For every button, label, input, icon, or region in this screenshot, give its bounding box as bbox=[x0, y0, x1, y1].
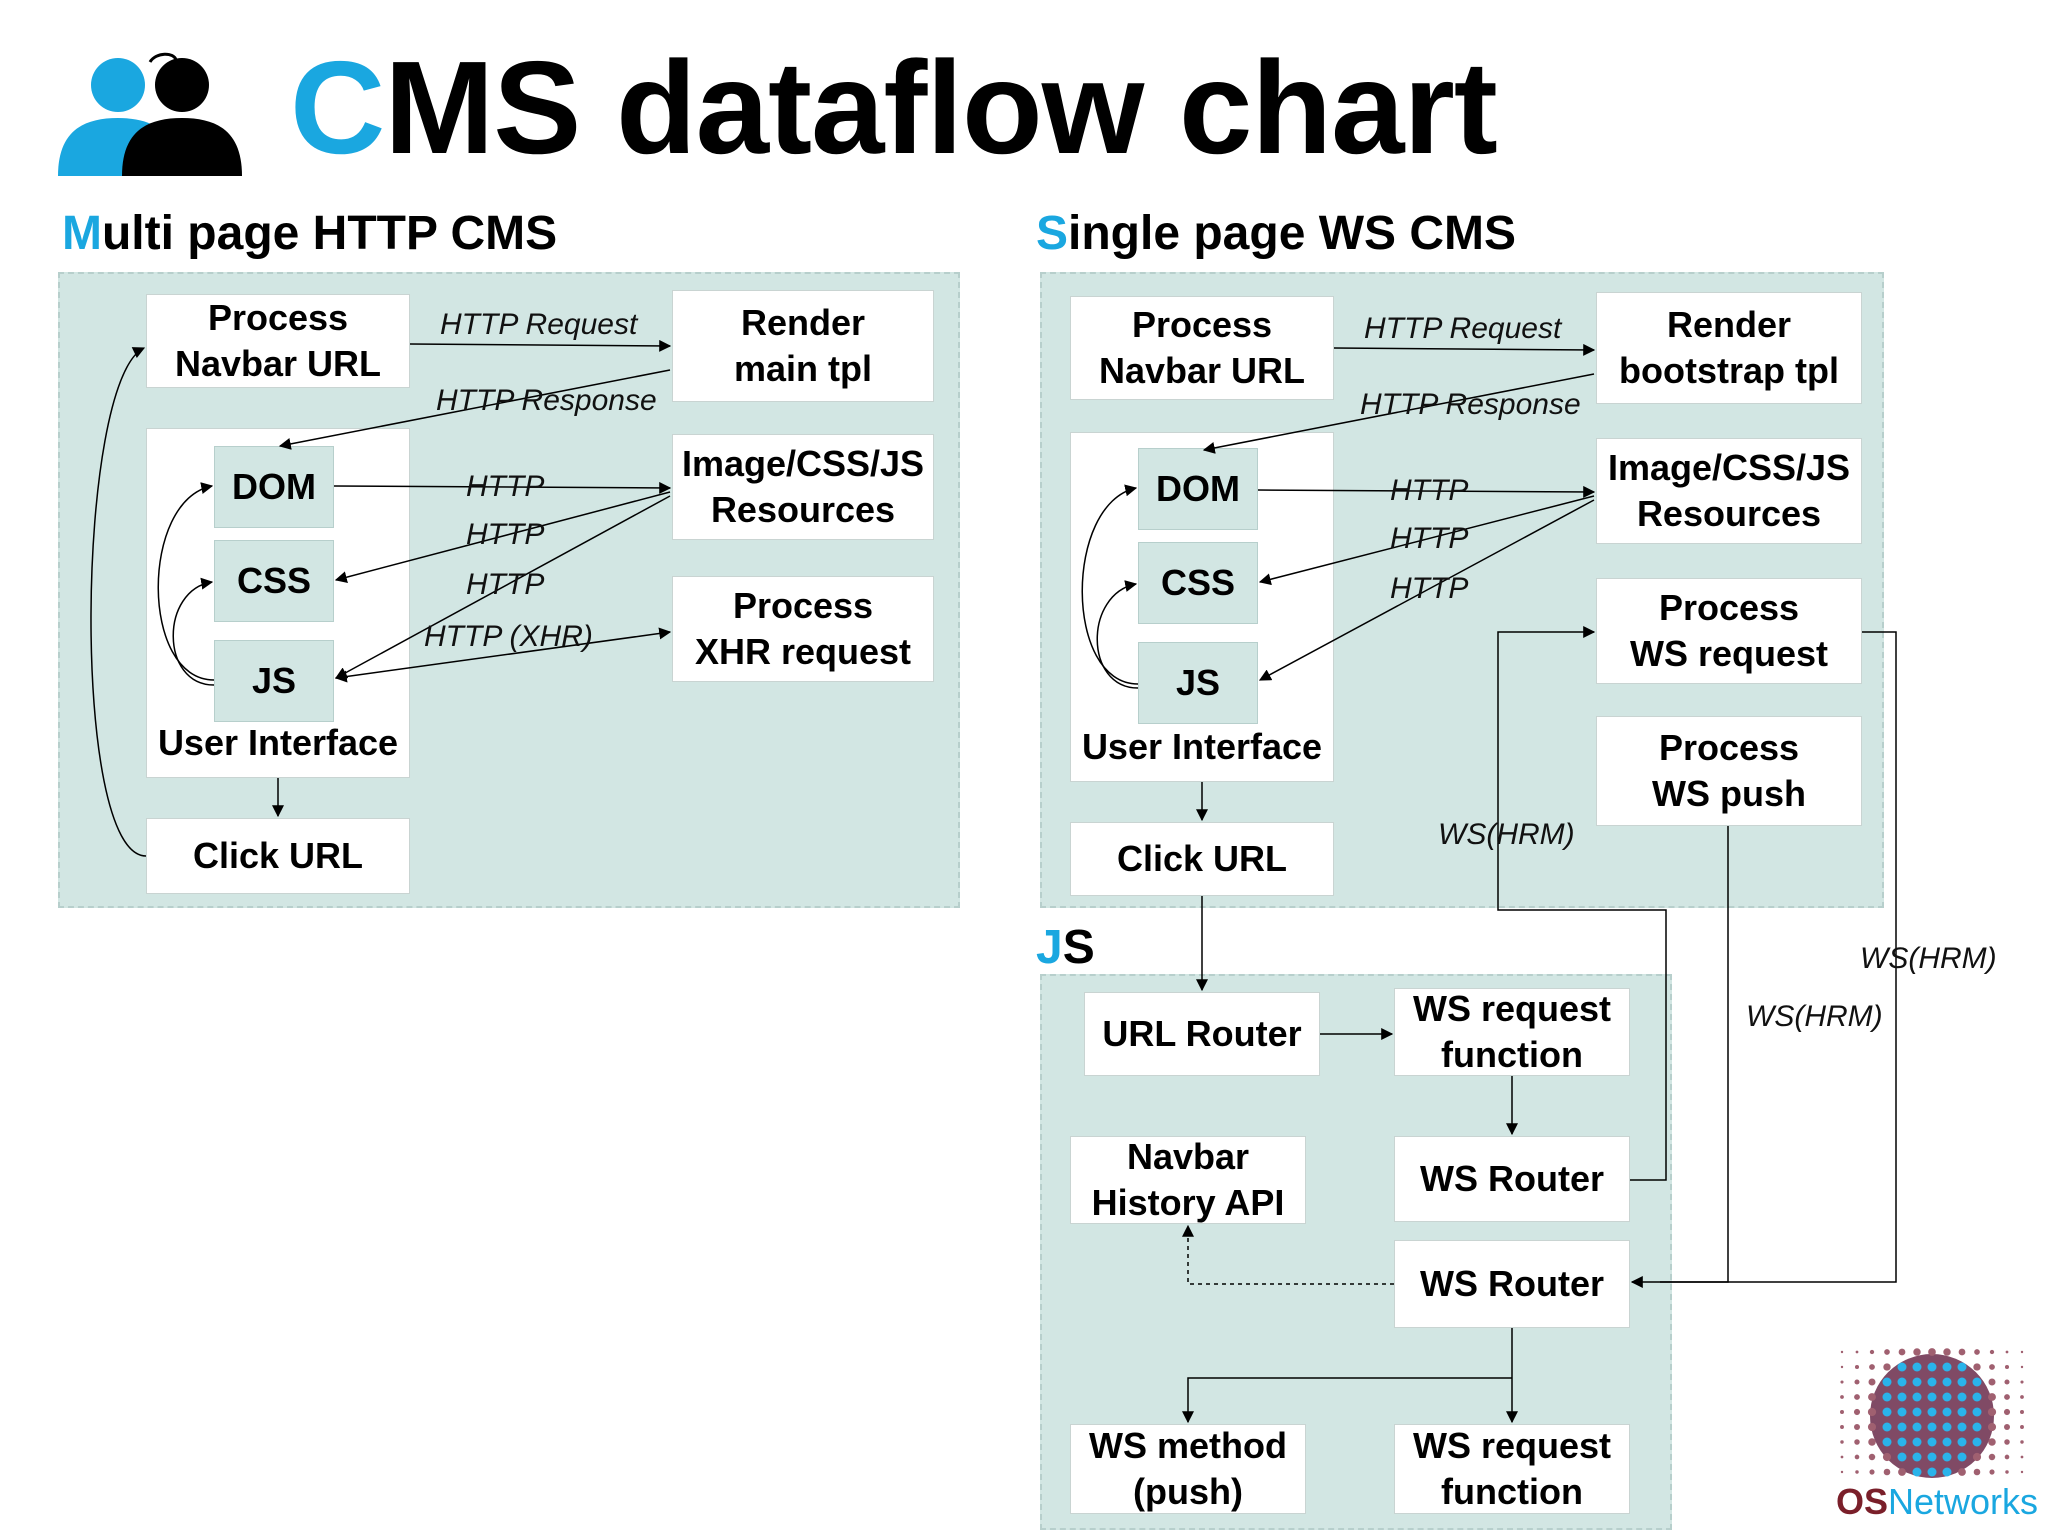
js-heading: JS bbox=[1036, 921, 1095, 974]
http-request-edge bbox=[409, 339, 672, 352]
http-xhr-edge bbox=[334, 627, 672, 683]
http-dom-edge bbox=[1257, 485, 1596, 498]
navbar-history-api-box: Navbar History API bbox=[1070, 1136, 1306, 1224]
http-response-edge bbox=[278, 369, 671, 450]
process-ws-request-box: Process WS request bbox=[1596, 578, 1862, 684]
url-router-box: URL Router bbox=[1084, 992, 1320, 1076]
resources-box: Image/CSS/JS Resources bbox=[1596, 438, 1862, 544]
process-xhr-request-box: Process XHR request bbox=[672, 576, 934, 682]
http-request-label: HTTP Request bbox=[440, 308, 639, 341]
ws-hrm-label: WS(HRM) bbox=[1438, 818, 1575, 851]
dom-box: DOM bbox=[214, 446, 334, 528]
http-response-edge bbox=[1202, 373, 1595, 454]
ws-hrm-label: WS(HRM) bbox=[1860, 942, 1997, 975]
js-to-css-edge bbox=[1096, 580, 1139, 689]
http-xhr-label: HTTP (XHR) bbox=[424, 620, 593, 653]
users-icon bbox=[58, 52, 242, 176]
js-box: JS bbox=[214, 640, 334, 722]
click-to-navbar-edge bbox=[90, 347, 147, 857]
ws-router-to-history-edge bbox=[1182, 1224, 1394, 1285]
ws-push-to-ws-router-edge bbox=[1660, 826, 1729, 1283]
resources-box: Image/CSS/JS Resources bbox=[672, 434, 934, 540]
http-label: HTTP bbox=[466, 470, 544, 503]
dom-box: DOM bbox=[1138, 448, 1258, 530]
http-response-label: HTTP Response bbox=[1360, 388, 1581, 421]
ws-router-to-ws-request-edge bbox=[1497, 626, 1667, 1181]
ws-hrm-label: WS(HRM) bbox=[1746, 1000, 1883, 1033]
http-label: HTTP bbox=[1390, 522, 1468, 555]
js-box: JS bbox=[1138, 642, 1258, 724]
user-interface-label: User Interface bbox=[157, 722, 399, 763]
ws-request-function-box: WS request function bbox=[1394, 1424, 1630, 1514]
process-ws-push-box: Process WS push bbox=[1596, 716, 1862, 826]
http-label: HTTP bbox=[466, 568, 544, 601]
render-main-tpl-box: Render main tpl bbox=[672, 290, 934, 402]
http-request-edge bbox=[1333, 343, 1596, 356]
ws-router-box: WS Router bbox=[1394, 1136, 1630, 1222]
osnetworks-logo-icon bbox=[1840, 1348, 2024, 1478]
single-page-heading: Single page WS CMS bbox=[1036, 207, 1517, 260]
click-url-box: Click URL bbox=[146, 818, 410, 894]
render-bootstrap-tpl-box: Render bootstrap tpl bbox=[1596, 292, 1862, 404]
ws-request-to-ws-router-edge bbox=[1630, 631, 1897, 1288]
ws-method-push-box: WS method (push) bbox=[1070, 1424, 1306, 1514]
http-label: HTTP bbox=[1390, 572, 1468, 605]
http-css-edge bbox=[334, 491, 671, 584]
osnetworks-logo-text: OSNetworks bbox=[1836, 1481, 2039, 1522]
multi-page-heading: Multi page HTTP CMS bbox=[62, 207, 558, 260]
js-to-dom-edge bbox=[1081, 484, 1139, 685]
http-css-edge bbox=[1258, 495, 1595, 586]
user-interface-label: User Interface bbox=[1081, 726, 1323, 767]
js-to-dom-edge bbox=[157, 482, 215, 681]
http-js-edge bbox=[1258, 499, 1595, 681]
ws-request-function-box: WS request function bbox=[1394, 988, 1630, 1076]
click-url-box: Click URL bbox=[1070, 822, 1334, 896]
js-to-css-edge bbox=[172, 577, 215, 686]
http-label: HTTP bbox=[1390, 474, 1468, 507]
ws-router-to-ws-method-edge bbox=[1182, 1377, 1512, 1424]
css-box: CSS bbox=[1138, 542, 1258, 624]
http-label: HTTP bbox=[466, 518, 544, 551]
http-request-label: HTTP Request bbox=[1364, 312, 1563, 345]
http-response-label: HTTP Response bbox=[436, 384, 657, 417]
css-box: CSS bbox=[214, 540, 334, 622]
process-navbar-url-box: Process Navbar URL bbox=[1070, 296, 1334, 400]
process-navbar-url-box: Process Navbar URL bbox=[146, 294, 410, 388]
http-dom-edge bbox=[333, 481, 672, 494]
page-title: CMS dataflow chart bbox=[290, 34, 1498, 181]
ws-router-box: WS Router bbox=[1394, 1240, 1630, 1328]
